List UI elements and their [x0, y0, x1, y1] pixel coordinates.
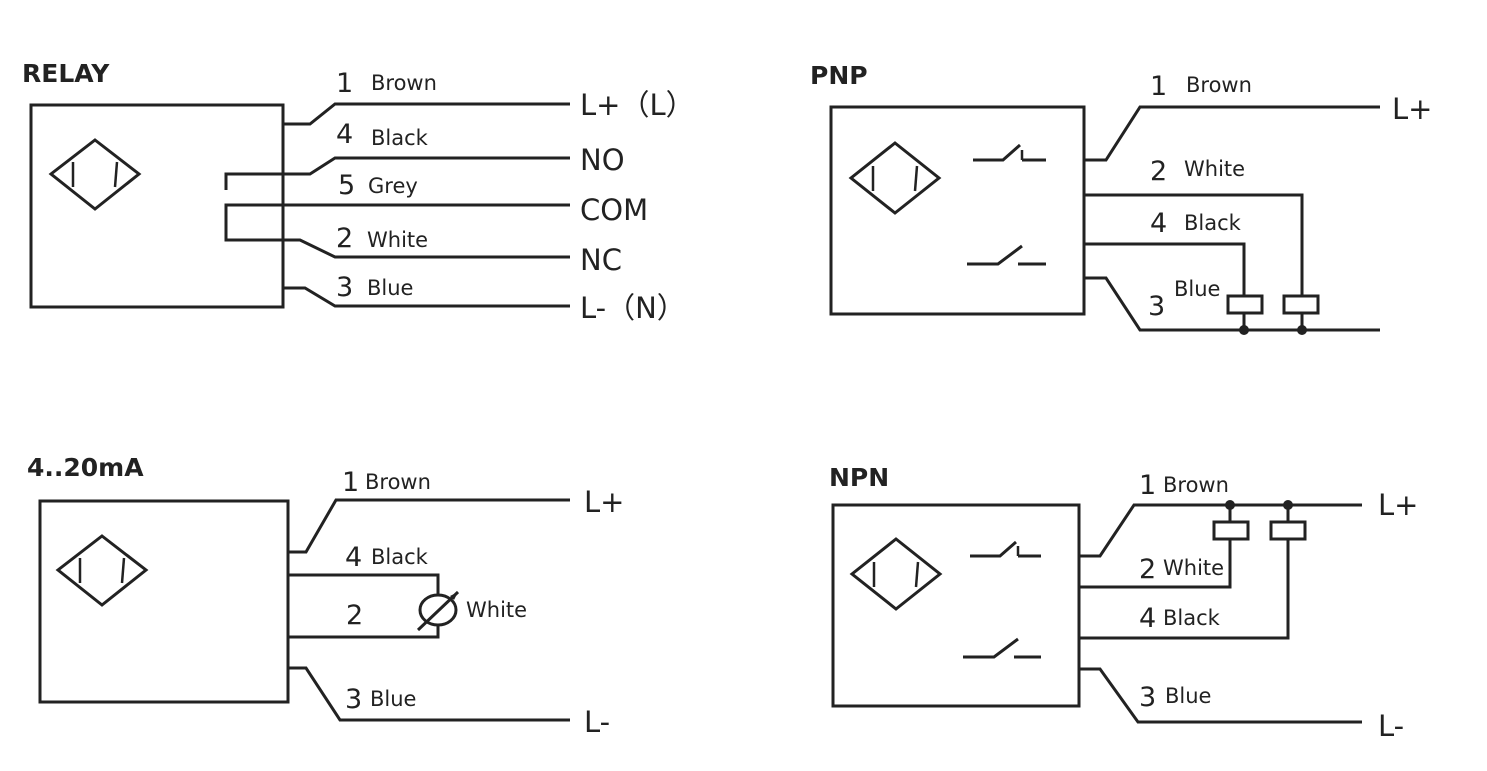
relay-wire-color: White	[367, 228, 428, 252]
current-wire-number: 1	[342, 467, 359, 498]
switch-no-icon	[970, 540, 1041, 558]
pnp-wire-white	[1084, 193, 1304, 296]
current-title: 4..20mA	[27, 453, 144, 482]
current-wire-number: 4	[345, 542, 362, 573]
npn-wire-brown	[1079, 503, 1362, 558]
current-wire-color: White	[466, 598, 527, 622]
current-wire-color: Blue	[370, 687, 416, 711]
relay-terminal: COM	[580, 193, 648, 227]
pnp-wire-number: 2	[1150, 156, 1167, 187]
relay-wire-number: 1	[336, 68, 353, 99]
load-icon	[1226, 294, 1264, 315]
junction-dot	[1283, 500, 1293, 510]
pnp-diagram: PNP 1 Brown 2 White 4	[810, 61, 1432, 335]
npn-wire-color: White	[1163, 556, 1224, 580]
relay-wire-number: 4	[336, 119, 353, 150]
npn-sensor-body	[831, 503, 1081, 708]
relay-com-contact	[224, 203, 245, 242]
relay-terminal: NO	[580, 143, 625, 177]
relay-wire-color: Black	[371, 126, 429, 150]
npn-wire-color: Blue	[1165, 684, 1211, 708]
current-wire-color: Black	[371, 545, 429, 569]
pnp-wire-color: Black	[1184, 211, 1242, 235]
current-wire-color: Brown	[365, 470, 431, 494]
sensor-symbol-icon	[55, 534, 149, 607]
relay-wire-brown	[283, 102, 570, 126]
npn-wire-number: 1	[1139, 470, 1156, 501]
relay-diagram: RELAY 1 Brown 4 Black 5 Grey 2 White 3 B…	[22, 59, 695, 325]
junction-dot	[1297, 325, 1307, 335]
npn-wire-color: Black	[1163, 606, 1221, 630]
junction-dot	[1239, 325, 1249, 335]
sensor-symbol-icon	[48, 138, 142, 211]
pnp-title: PNP	[810, 61, 868, 90]
npn-title: NPN	[829, 463, 889, 492]
load-icon	[1269, 520, 1307, 541]
npn-wire-number: 3	[1139, 682, 1156, 713]
npn-wire-number: 2	[1139, 554, 1156, 585]
pnp-wire-color: White	[1184, 157, 1245, 181]
npn-wire-number: 4	[1139, 603, 1156, 634]
relay-wire-color: Blue	[367, 276, 413, 300]
pnp-wire-number: 1	[1150, 71, 1167, 102]
switch-nc-icon	[967, 244, 1046, 266]
current-wire-white	[288, 626, 440, 639]
pnp-wire-number: 4	[1150, 208, 1167, 239]
relay-terminal: NC	[580, 243, 622, 277]
pnp-wire-black	[1084, 242, 1246, 296]
pnp-terminal: L+	[1392, 92, 1432, 126]
npn-diagram: NPN 1 Brown 2 White 4	[829, 463, 1418, 743]
pnp-sensor-body	[829, 105, 1086, 316]
current-meter-icon	[416, 590, 460, 632]
relay-wire-black	[260, 156, 570, 176]
current-wire-number: 3	[345, 684, 362, 715]
current-wire-number: 2	[346, 600, 363, 631]
sensor-symbol-icon	[848, 141, 942, 215]
relay-wire-white	[242, 238, 570, 259]
current-sensor-body	[38, 499, 290, 704]
switch-no-icon	[973, 143, 1046, 162]
pnp-wire-color: Blue	[1174, 277, 1220, 301]
relay-terminal: L-（N）	[580, 291, 686, 325]
current-wire-blue	[288, 666, 570, 722]
current-wire-brown	[288, 498, 570, 554]
current-wire-black	[288, 573, 440, 594]
load-icon	[1282, 294, 1320, 315]
relay-no-contact	[224, 172, 260, 190]
npn-terminal: L-	[1378, 709, 1404, 743]
npn-wire-black	[1079, 540, 1290, 640]
npn-wire-color: Brown	[1163, 473, 1229, 497]
pnp-wire-number: 3	[1148, 291, 1165, 322]
npn-wire-blue	[1079, 667, 1362, 724]
current-terminal: L+	[584, 485, 624, 519]
npn-wire-white	[1079, 540, 1232, 589]
junction-dot	[1225, 500, 1235, 510]
relay-terminal: L+（L）	[580, 88, 695, 122]
relay-title: RELAY	[22, 59, 110, 88]
relay-wire-color: Brown	[371, 71, 437, 95]
sensor-symbol-icon	[849, 537, 943, 611]
relay-wire-color: Grey	[368, 174, 418, 198]
relay-wire-number: 3	[336, 272, 353, 303]
switch-nc-icon	[963, 637, 1041, 659]
pnp-wire-brown	[1084, 105, 1380, 162]
relay-wire-number: 2	[336, 223, 353, 254]
relay-wire-blue	[283, 286, 570, 308]
current-terminal: L-	[584, 705, 610, 739]
current-diagram: 4..20mA 1 Brown 4 Black 2 White 3 Blue L…	[27, 453, 624, 739]
npn-terminal: L+	[1378, 488, 1418, 522]
load-icon	[1212, 520, 1250, 541]
relay-wire-number: 5	[338, 170, 355, 201]
pnp-wire-color: Brown	[1186, 73, 1252, 97]
pnp-wire-blue	[1084, 276, 1380, 332]
